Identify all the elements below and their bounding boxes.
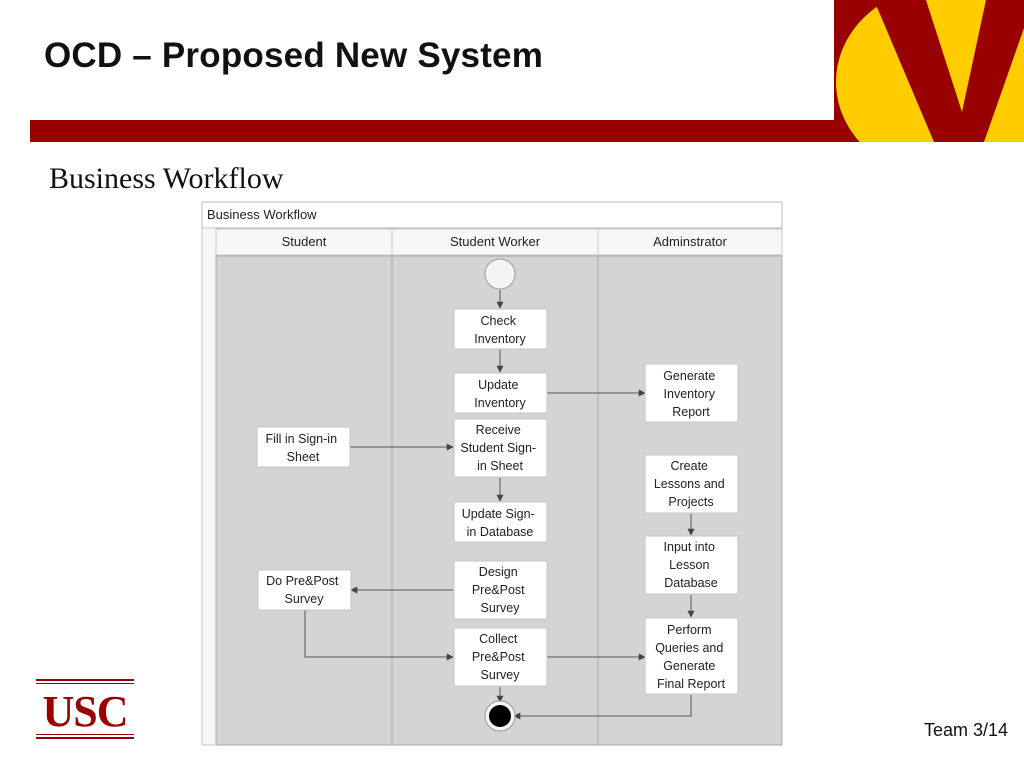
svg-text:Input into Lesson: Input into Lesson Database: [664, 540, 719, 590]
svg-text:Generate Inventory: Generate Inventory Report: [663, 369, 719, 419]
connectors: [304, 290, 695, 720]
svg-text:Perform Queries and: Perform Queries and Generate Final Repor…: [655, 623, 727, 691]
lane-label-student-worker: Student Worker: [450, 234, 541, 249]
activity-update-inventory: Update Inventory: [453, 372, 548, 414]
activity-create-lessons-and-projects: Create Lessons and Projects: [644, 454, 739, 514]
arrow-do-to-collect: [304, 610, 454, 661]
lane-label-student: Student: [282, 234, 327, 249]
svg-text:Do Pre&Post Survey: Do Pre&Post Survey: [266, 574, 342, 606]
svg-text:Collect Pre&Post S: Collect Pre&Post Survey: [472, 632, 528, 682]
activity-collect-pre-post-survey: Collect Pre&Post Survey: [453, 627, 548, 687]
svg-text:USC: USC: [42, 687, 127, 736]
diagram-title: Business Workflow: [207, 207, 317, 222]
svg-text:Update Inventory: Update Inventory: [474, 378, 526, 410]
activity-perform-queries-and-generate-final-report: Perform Queries and Generate Final Repor…: [644, 617, 739, 695]
activity-update-sign-in-database: Update Sign- in Database: [453, 501, 548, 543]
slide-footer: Team 3/14: [923, 720, 1008, 740]
lane-label-administrator: Adminstrator: [653, 234, 727, 249]
activity-fill-in-sign-in-sheet: Fill in Sign-in Sheet: [256, 426, 351, 468]
arrow-perform-to-end: [513, 695, 692, 720]
svg-text:Create Lessons and: Create Lessons and Projects: [654, 459, 728, 509]
slide-subtitle: Business Workflow: [49, 162, 284, 195]
svg-text:Design Pre&Post Su: Design Pre&Post Survey: [472, 565, 528, 615]
activity-design-pre-post-survey: Design Pre&Post Survey: [453, 560, 548, 620]
activity-check-inventory: Check Inventory: [453, 308, 548, 350]
svg-text:Fill in Sign-in Sheet: Fill in Sign-in Sheet: [265, 432, 340, 464]
svg-text:Receive Student Sign-: Receive Student Sign- in Sheet: [460, 423, 539, 473]
vikings-logo: [834, 0, 1024, 142]
svg-text:Update Sign- in Database: Update Sign- in Database: [462, 507, 538, 539]
slide-title: OCD – Proposed New System: [44, 36, 544, 75]
svg-text:Check Inventory: Check Inventory: [474, 314, 526, 346]
end-node: [489, 705, 511, 727]
start-node: [484, 258, 516, 290]
activity-do-pre-post-survey: Do Pre&Post Survey: [257, 569, 352, 611]
diagram-left-strip: [201, 227, 217, 746]
title-bar: [30, 120, 836, 142]
lane-student: [215, 255, 393, 746]
diagram-title-bar: [201, 201, 783, 229]
lane-header-student-worker: [391, 228, 599, 256]
lane-header-student: [215, 228, 393, 256]
lane-header-administrator: [597, 228, 783, 256]
activity-receive-student-sign-in: Receive Student Sign- in Sheet: [453, 418, 548, 478]
usc-logo: USC: [36, 679, 134, 739]
activity-generate-inventory-report: Generate Inventory Report: [644, 363, 739, 423]
activity-input-into-lesson-database: Input into Lesson Database: [644, 535, 739, 595]
